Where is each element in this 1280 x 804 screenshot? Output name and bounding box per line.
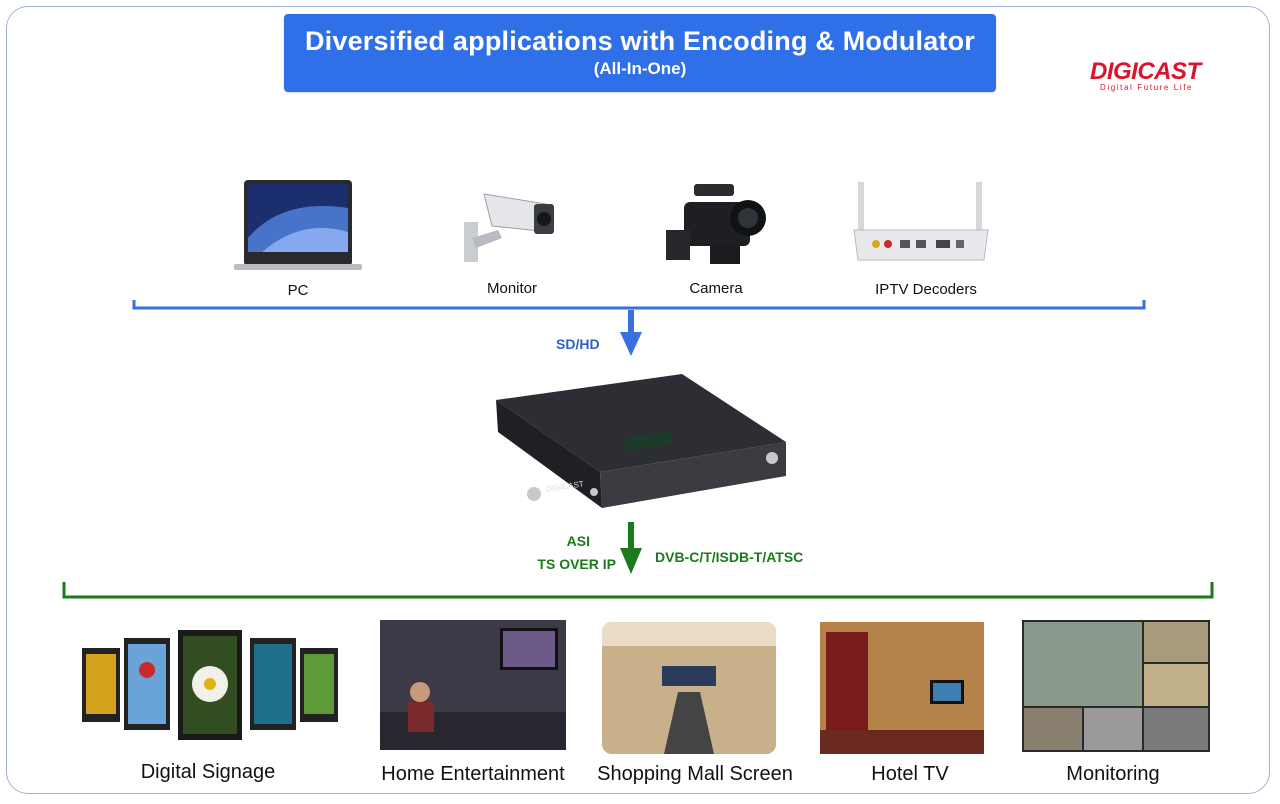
hotel-tv-image [820, 622, 984, 754]
digicast-logo: DIGICAST Digital Future Life [1090, 58, 1214, 92]
logo-tagline: Digital Future Life [1100, 83, 1194, 92]
input-label-camera: Camera [689, 280, 743, 297]
output-label-shopping-mall: Shopping Mall Screen [597, 763, 793, 785]
page-subtitle: (All-In-One) [593, 59, 687, 78]
home-entertainment-image [380, 620, 566, 750]
title-banner: Diversified applications with Encoding &… [284, 14, 996, 92]
digital-signage-image [78, 628, 340, 746]
shopping-mall-screen-image [602, 622, 776, 754]
output-bus-line [62, 582, 1214, 599]
input-bus-line [132, 300, 1146, 310]
down-arrow-blue [620, 310, 642, 356]
output-label-hotel-tv: Hotel TV [871, 763, 949, 785]
input-label-monitor: Monitor [486, 280, 538, 297]
signal-label-asi: ASI [566, 533, 590, 549]
input-label-iptv: IPTV Decoders [875, 281, 977, 298]
monitoring-image [1022, 620, 1210, 752]
signal-label-dvb: DVB-C/T/ISDB-T/ATSC [655, 549, 804, 565]
down-arrow-green [620, 522, 642, 574]
encoder-modulator-device [486, 372, 788, 518]
slide-frame [6, 6, 1270, 794]
output-label-monitoring: Monitoring [1066, 763, 1160, 785]
page-title: Diversified applications with Encoding &… [304, 26, 976, 56]
signal-label-ts-over-ip: TS OVER IP [537, 556, 616, 572]
laptop-icon [232, 178, 364, 272]
signal-label-sdhd: SD/HD [556, 336, 600, 352]
set-top-box-icon [850, 180, 992, 264]
logo-brand: DIGICAST [1090, 58, 1201, 85]
cctv-camera-icon [458, 182, 562, 266]
input-label-pc: PC [287, 282, 309, 299]
output-label-digital-signage: Digital Signage [140, 761, 276, 783]
output-label-home-entertainment: Home Entertainment [381, 763, 565, 785]
video-camera-icon [664, 178, 768, 270]
